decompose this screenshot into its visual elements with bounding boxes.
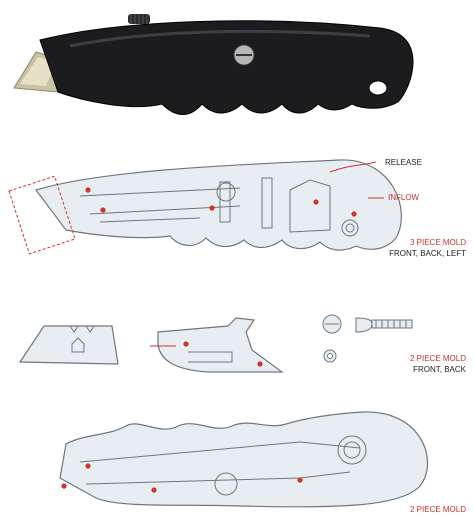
slider-carrier: [157, 317, 284, 373]
inflow-point: [257, 361, 263, 367]
inflow-point: [297, 477, 303, 483]
blade-notches: [69, 325, 95, 333]
round-screw-head: [322, 314, 342, 334]
two-piece-mold-handle-sketch: [59, 411, 429, 508]
knife-handle: [39, 20, 414, 115]
knife-thumb-slider: [128, 14, 150, 24]
mold-outline-handle: [59, 411, 429, 508]
lanyard-loop: [341, 219, 359, 237]
internal-rail: [99, 217, 201, 223]
lanyard-loop: [337, 435, 367, 465]
inflow-point: [85, 463, 91, 469]
three-piece-mold-label: 3 PIECE MOLD: [409, 238, 466, 247]
pivot-boss: [214, 472, 238, 496]
screw-boss: [216, 182, 236, 202]
knife-blade-highlight: [20, 57, 56, 86]
two-piece-mold-sides-label: FRONT, BACK: [413, 365, 466, 374]
utility-knife-render: [13, 14, 414, 115]
internal-rib: [289, 179, 331, 233]
inflow-point: [151, 487, 157, 493]
blade-center-cutout: [71, 337, 85, 353]
release-leader-line: [329, 161, 377, 173]
replacement-blade: [18, 325, 119, 365]
inflow-point: [209, 205, 215, 211]
two-piece-mold-label: 2 PIECE MOLD: [409, 354, 466, 363]
internal-rail: [89, 205, 241, 215]
inflow-point: [85, 187, 91, 193]
inflow-point: [351, 211, 357, 217]
lanyard-loop-inner: [343, 441, 361, 459]
inflow-label: INFLOW: [388, 193, 420, 202]
two-piece-mold-parts: [18, 314, 413, 373]
inflow-point: [183, 341, 189, 347]
internal-rail: [79, 187, 241, 197]
lanyard-loop-inner: [345, 223, 355, 233]
inflow-point: [313, 199, 319, 205]
knife-handle-sheen: [69, 29, 371, 48]
knife-screw: [233, 44, 255, 66]
three-piece-mold-sides-label: FRONT, BACK, LEFT: [389, 249, 466, 258]
internal-rib: [219, 181, 231, 223]
internal-rib: [261, 177, 273, 229]
inflow-point: [61, 483, 67, 489]
inflow-point: [100, 207, 106, 213]
two-piece-mold-bottom-label: 2 PIECE MOLD: [409, 505, 466, 514]
washer: [323, 349, 337, 363]
mold-outline-left-side: [35, 159, 402, 251]
carrier-slot: [188, 351, 233, 363]
three-piece-mold-sketch: [8, 159, 402, 255]
blade-track-rail: [79, 441, 361, 463]
knife-lanyard-hole: [368, 80, 388, 96]
machine-screw: [355, 317, 413, 333]
release-label: RELEASE: [385, 158, 422, 167]
